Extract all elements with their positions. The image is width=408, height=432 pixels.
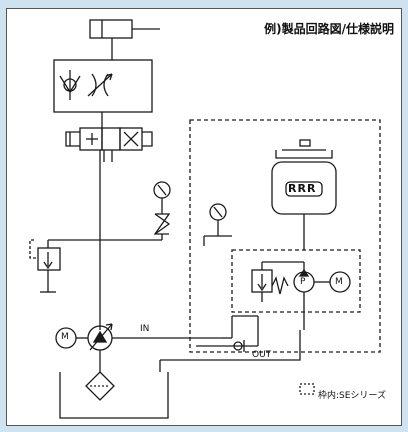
diagram-title: 例)製品回路図/仕様説明 bbox=[264, 22, 394, 36]
cylinder bbox=[89, 19, 160, 39]
brand-logo: RRR bbox=[288, 182, 317, 195]
directional-valve bbox=[65, 112, 153, 162]
pressure-gauge-left bbox=[100, 181, 171, 241]
pressure-gauge-right bbox=[203, 203, 232, 246]
motor-label-right: M bbox=[335, 277, 343, 287]
out-label: OUT bbox=[252, 350, 272, 360]
diagram-frame bbox=[6, 8, 402, 426]
filter bbox=[85, 371, 115, 401]
se-series-enclosure bbox=[189, 119, 381, 353]
lubrication-tank bbox=[271, 139, 337, 250]
legend-box bbox=[299, 383, 315, 395]
check-valve-out bbox=[196, 315, 259, 352]
reservoir bbox=[59, 372, 169, 419]
relief-valve-left bbox=[29, 239, 100, 293]
relief-valve-right bbox=[251, 261, 304, 302]
legend-label: 枠内:SEシリーズ bbox=[318, 391, 386, 401]
flow-control-valve bbox=[53, 38, 153, 113]
pump-label: P bbox=[300, 277, 306, 287]
in-label: IN bbox=[140, 324, 150, 334]
motor-label-left: M bbox=[61, 332, 69, 342]
